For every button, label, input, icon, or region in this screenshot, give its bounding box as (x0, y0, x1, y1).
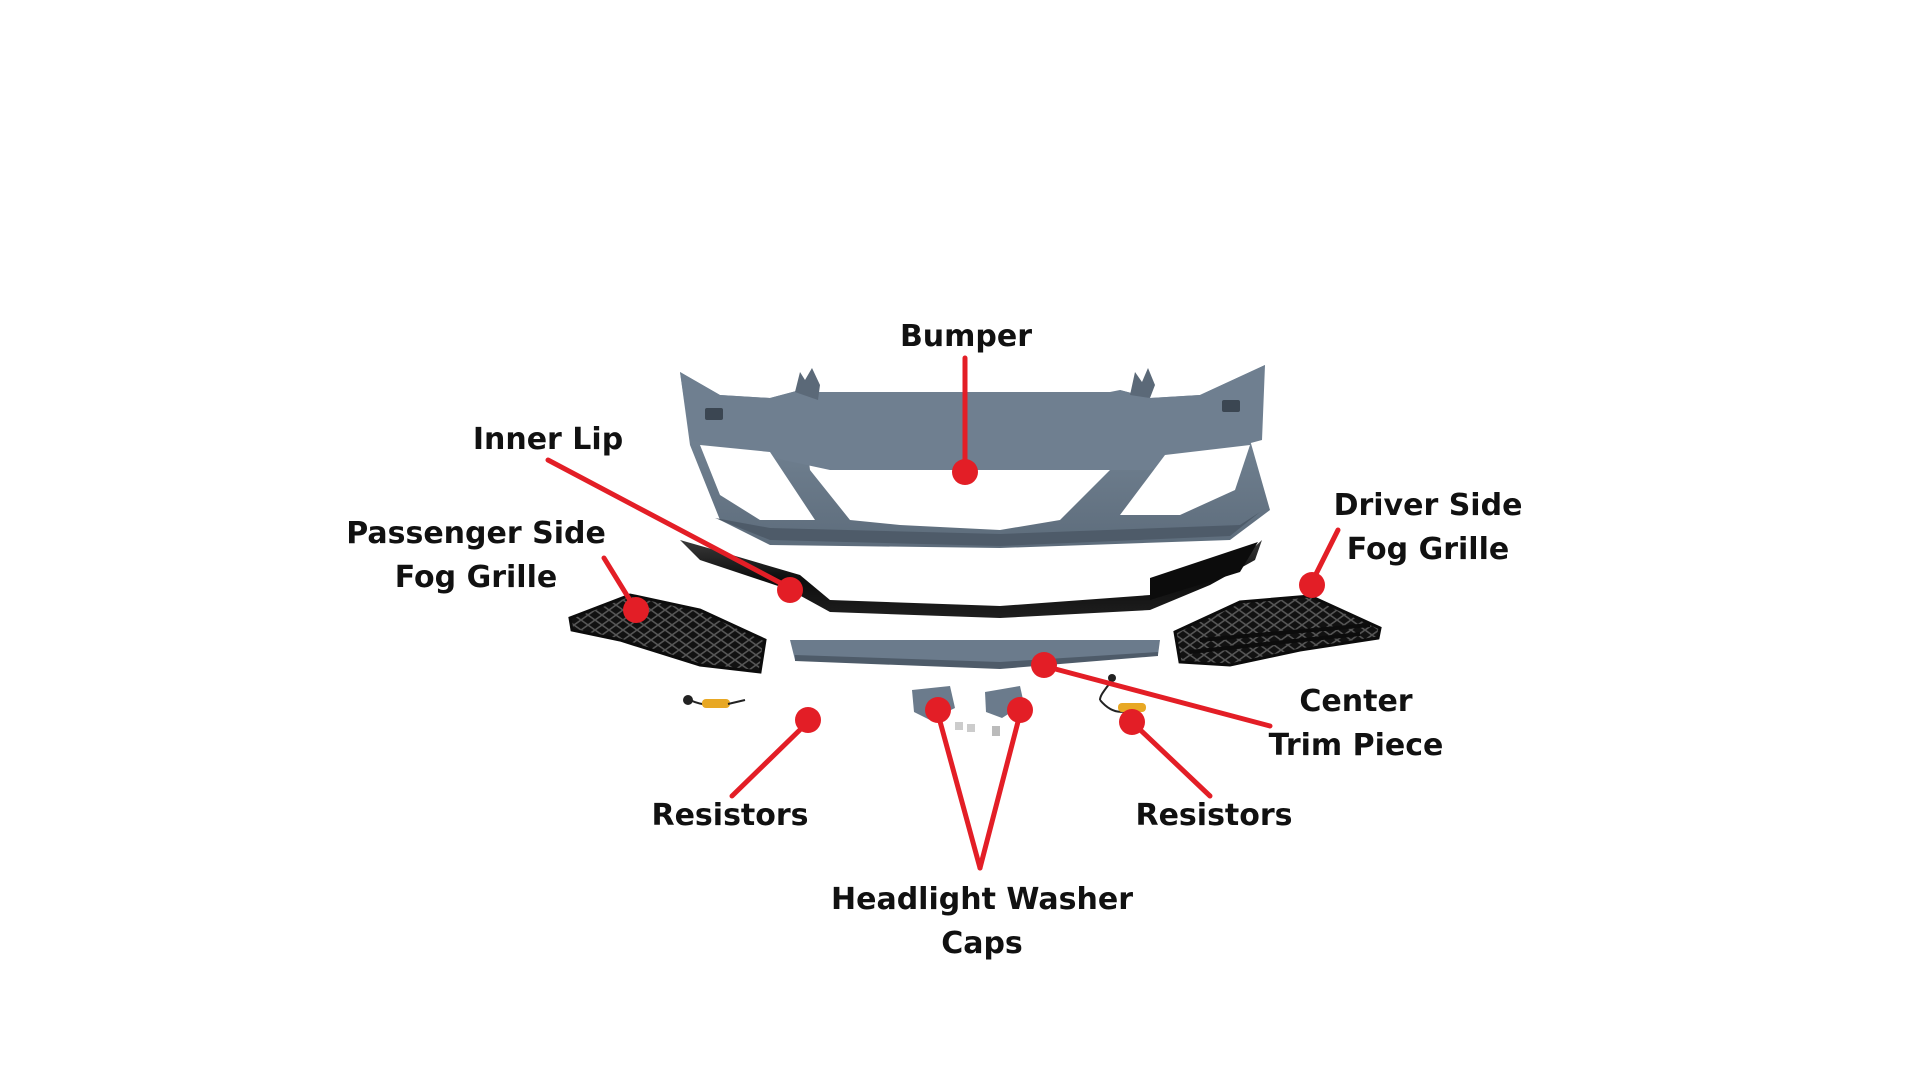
bumper-label: Bumper (899, 319, 1033, 354)
passenger-fog-callout-dot (623, 597, 649, 623)
bumper-callout-dot (952, 459, 978, 485)
inner-lip-callout-line (545, 457, 793, 591)
washer-caps-callout-line-left (935, 711, 983, 871)
washer-caps-callout-line-right (977, 711, 1023, 871)
center-trim-label: Center Trim Piece (1268, 684, 1444, 763)
washer-caps-callout-dot-right (1007, 697, 1033, 723)
callout-dots (623, 459, 1325, 735)
center-trim-callout-line (1041, 663, 1273, 729)
resistors-right-callout-line (1129, 719, 1213, 799)
passenger-fog-grille-part (568, 593, 767, 674)
washer-caps-callout-dot-left (925, 697, 951, 723)
resistors-left-callout-line (729, 719, 811, 799)
resistors-right-callout-dot (1119, 709, 1145, 735)
resistors-left-callout-dot (795, 707, 821, 733)
driver-fog-grille-label: Driver Side Fog Grille (1333, 488, 1523, 567)
resistors-right-label: Resistors (1135, 798, 1293, 833)
inner-lip-label: Inner Lip (472, 422, 624, 457)
driver-fog-callout-dot (1299, 572, 1325, 598)
center-trim-part (790, 640, 1160, 669)
driver-fog-grille-part (1173, 594, 1382, 667)
bumper-part (680, 365, 1270, 548)
inner-lip-callout-dot (777, 577, 803, 603)
inner-lip-part (680, 540, 1262, 618)
center-trim-callout-dot (1031, 652, 1057, 678)
resistor-left-part (683, 695, 746, 708)
callout-lines (545, 355, 1341, 871)
headlight-washer-caps-label: Headlight Washer Caps (831, 882, 1133, 961)
passenger-fog-grille-label: Passenger Side Fog Grille (346, 516, 606, 595)
resistors-left-label: Resistors (651, 798, 809, 833)
